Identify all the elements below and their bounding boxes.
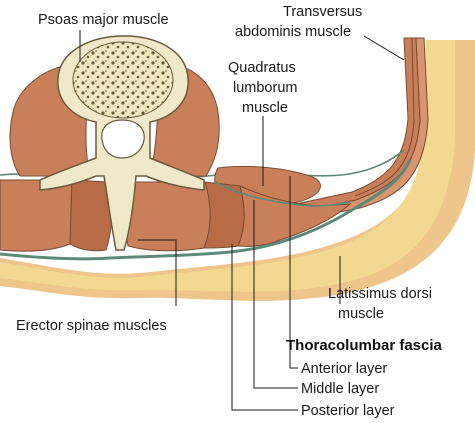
posterior-fascia-line — [0, 159, 412, 261]
label-middle-layer: Middle layer — [301, 381, 379, 397]
label-quadratus-2: lumborum — [233, 80, 297, 96]
label-quadratus-1: Quadratus — [228, 60, 296, 76]
label-quadratus-3: muscle — [242, 100, 288, 116]
label-psoas-major: Psoas major muscle — [38, 12, 169, 28]
vertebra — [39, 35, 205, 251]
label-erector-spinae: Erector spinae muscles — [16, 318, 167, 334]
label-latissimus-1: Latissimus dorsi — [328, 286, 432, 302]
middle-fascia-line — [214, 181, 351, 207]
label-transversus-2: abdominis muscle — [235, 24, 351, 40]
leader-lines — [79, 30, 405, 411]
label-latissimus-2: muscle — [338, 306, 384, 322]
label-anterior-layer: Anterior layer — [301, 361, 387, 377]
label-transversus-1: Transversus — [283, 4, 362, 20]
subcutaneous-layer — [0, 40, 475, 301]
label-posterior-layer: Posterior layer — [301, 403, 395, 419]
posterior-muscle-block — [0, 179, 352, 252]
label-thoracolumbar-fascia: Thoracolumbar fascia — [286, 337, 443, 354]
